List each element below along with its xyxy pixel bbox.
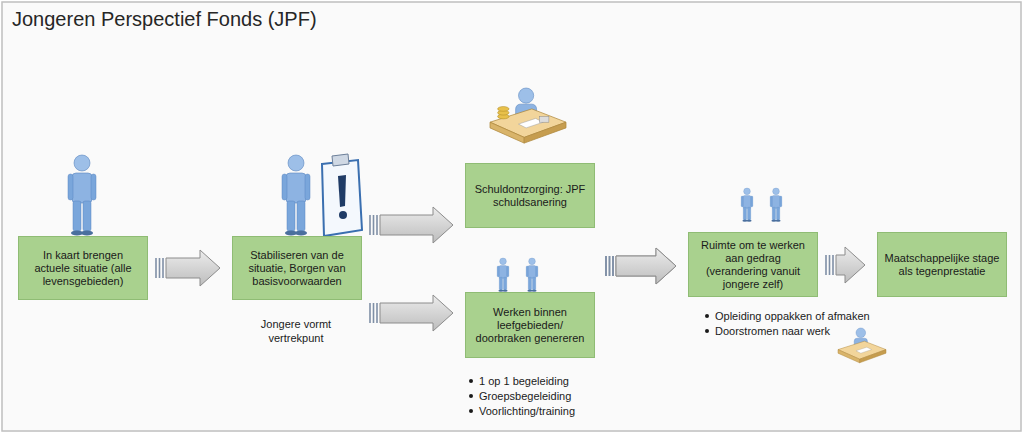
arrow-tail-stripe [376,303,378,323]
bullet-dot [705,329,709,333]
process-box: Werken binnen leefgebieden/ doorbraken g… [465,292,595,358]
arrow-tail-stripe [369,303,371,323]
bullet-dot [469,394,473,398]
desk-worker-icon [838,328,886,363]
bullet-item: Voorlichting/training [479,404,609,418]
box-text: Maatschappelijke stage als tegenprestati… [884,252,1000,278]
person-icon [282,155,310,236]
block-arrow [606,248,676,284]
arrow-body [616,248,676,284]
diagram-title: Jongeren Perspectief Fonds (JPF) [12,8,317,31]
arrow-tail-stripe [373,303,375,323]
bullet-item: 1 op 1 begeleiding [479,374,609,388]
bullet-item: Groepsbegeleiding [479,389,609,403]
arrow-body [616,248,676,284]
arrow-tail-stripe [825,255,827,275]
arrow-tail-stripe [832,255,834,275]
bullet-item: Doorstromen naar werk [715,324,895,338]
desk-worker-icon [490,88,566,143]
arrow-tail-stripe [159,258,161,278]
person-icon [526,258,538,292]
box-text: Schuldontzorging: JPF schuldsanering [472,183,588,209]
box-text: Werken binnen leefgebieden/ doorbraken g… [472,306,588,345]
person-icon [741,188,753,222]
arrow-tail-stripe [829,255,831,275]
arrow-tail-stripe [155,258,157,278]
bullet-dot [705,314,709,318]
arrow-tail-stripe [162,258,164,278]
person-icon [770,188,782,222]
arrow-tail-stripe [609,256,611,276]
arrow-body [380,207,453,243]
process-box: Ruimte om te werken aan gedrag (verander… [688,232,818,297]
person-icon [68,155,96,236]
block-arrow [156,250,220,286]
arrow-body [836,247,865,283]
arrow-tail-stripe [369,215,371,235]
arrow-tail-stripe [605,256,607,276]
box-text: Ruimte om te werken aan gedrag (verander… [695,239,811,291]
arrow-body [166,250,220,286]
arrow-tail-stripe [612,256,614,276]
arrow-tail-stripe [605,256,607,276]
arrow-tail-stripe [376,215,378,235]
note-text: Jongere vormt vertrekpunt [241,317,351,345]
process-box: In kaart brengen actuele situatie (alle … [18,236,148,300]
box-text: In kaart brengen actuele situatie (alle … [25,249,141,288]
process-box: Schuldontzorging: JPF schuldsanering [465,163,595,228]
warning-sign-icon [322,154,362,236]
process-box: Maatschappelijke stage als tegenprestati… [877,232,1007,297]
bullet-item: Opleiding oppakken of afmaken [715,309,895,323]
box-text: Stabiliseren van de situatie, Borgen van… [239,249,355,288]
block-arrow [370,207,453,243]
arrow-tail-stripe [373,215,375,235]
arrow-tail-stripe [612,256,614,276]
person-icon [497,258,509,292]
arrow-tail-stripe [609,256,611,276]
bullet-dot [469,409,473,413]
block-arrow [606,248,676,284]
block-arrow [370,295,453,331]
block-arrow [826,247,865,283]
bullet-dot [469,379,473,383]
arrow-body [380,295,453,331]
process-box: Stabiliseren van de situatie, Borgen van… [232,236,362,300]
